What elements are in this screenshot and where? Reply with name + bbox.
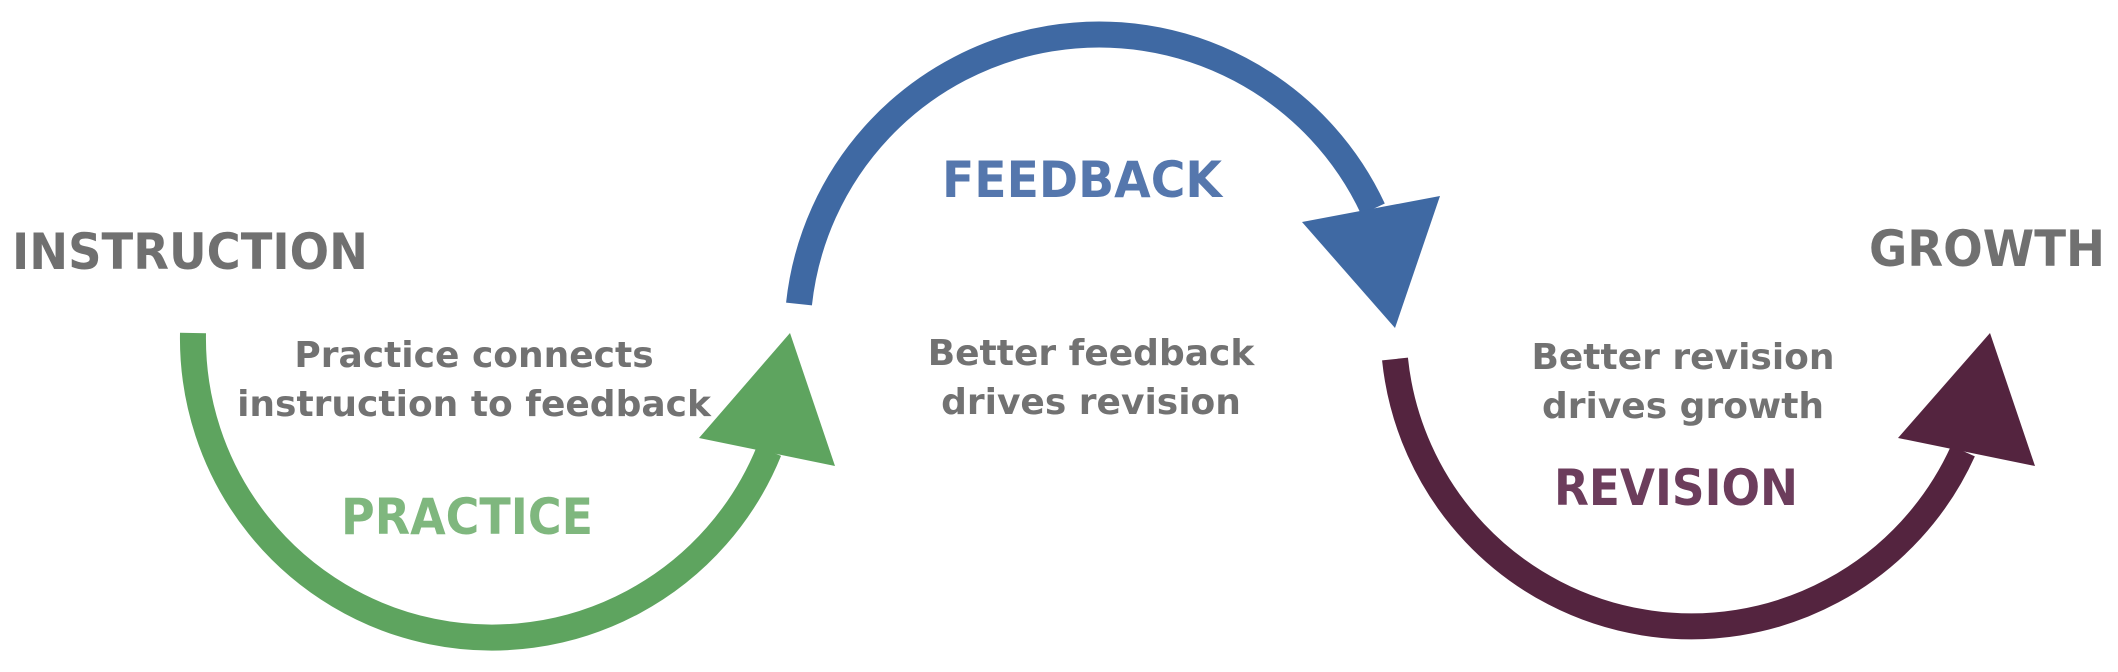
practice-description-line1: Practice connects	[294, 335, 653, 376]
revision-description-line1: Better revision	[1531, 337, 1834, 378]
revision-description-line2: drives growth	[1542, 386, 1824, 427]
feedback-arrow	[786, 21, 1440, 328]
feedback-description-line2: drives revision	[941, 382, 1241, 423]
feedback-description-line1: Better feedback	[928, 333, 1256, 374]
practice-description-line2: instruction to feedback	[237, 384, 712, 425]
feedback-label: FEEDBACK	[942, 151, 1224, 209]
practice-arrowhead	[699, 333, 835, 466]
revision-arc	[1382, 357, 1975, 640]
feedback-arc	[786, 21, 1385, 306]
practice-arc	[179, 332, 782, 651]
instruction-label: INSTRUCTION	[12, 223, 368, 281]
revision-arrowhead	[1898, 333, 2035, 466]
practice-arrow	[179, 332, 835, 651]
revision-label: REVISION	[1554, 459, 1798, 517]
growth-label: GROWTH	[1869, 220, 2105, 278]
practice-label: PRACTICE	[341, 488, 593, 546]
feedback-arrowhead	[1302, 196, 1440, 328]
revision-arrow	[1382, 333, 2035, 640]
